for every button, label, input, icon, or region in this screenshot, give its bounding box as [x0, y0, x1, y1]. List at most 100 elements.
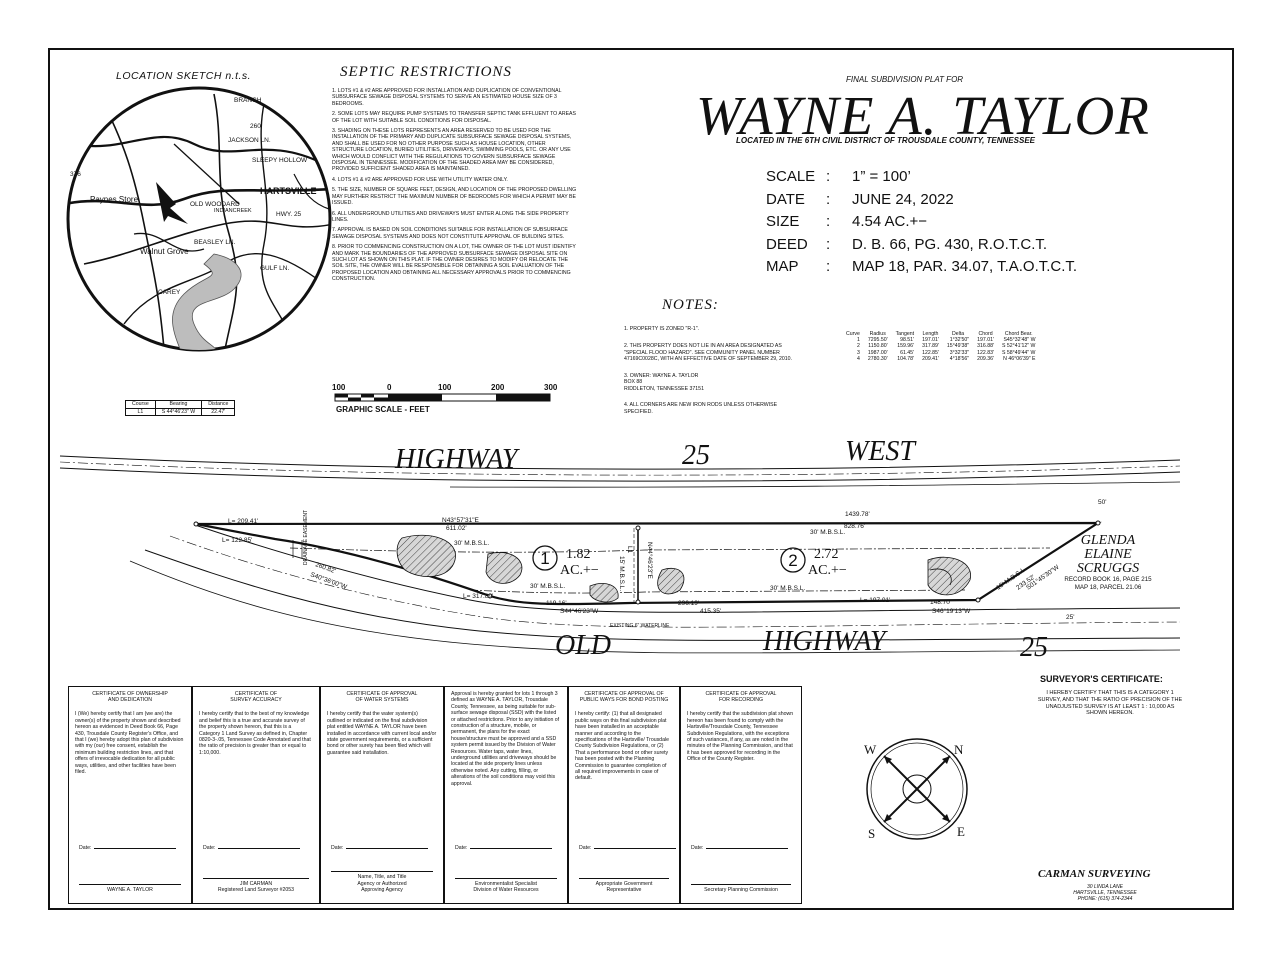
page-title: WAYNE A. TAYLOR: [696, 85, 1150, 146]
dim-label: 119.16': [546, 600, 567, 607]
road-name: HIGHWAY: [394, 444, 521, 475]
septic-item: 1. LOTS #1 & #2 ARE APPROVED FOR INSTALL…: [332, 88, 562, 107]
plat-for-label: FINAL SUBDIVISION PLAT FOR: [846, 75, 964, 84]
scale-tick-label: 100: [438, 383, 452, 392]
dim-label: N44°46'23"E: [646, 542, 654, 580]
scale-tick-label: 100: [332, 383, 346, 392]
sketch-label: BEASLEY LN.: [194, 239, 236, 246]
note-item: 2. THIS PROPERTY DOES NOT LIE IN AN AREA…: [624, 343, 792, 363]
graphic-scale: 100 0 100 200 300: [332, 383, 558, 402]
septic-list: 1. LOTS #1 & #2 ARE APPROVED FOR INSTALL…: [332, 88, 578, 287]
surveyor-cert-title: SURVEYOR'S CERTIFICATE:: [1040, 674, 1163, 684]
septic-area: [396, 534, 456, 577]
dim-label: 30' M.B.S.L.: [454, 540, 489, 547]
sketch-label: INDIANCREEK: [214, 208, 252, 214]
dim-label: S40°36'00"W: [309, 570, 349, 591]
lot-2-marker: [780, 547, 806, 573]
dim-label: L= 122.85': [222, 537, 252, 544]
note-item: 1. PROPERTY IS ZONED "R-1".: [624, 326, 699, 333]
cert-survey-accuracy: CERTIFICATE OF SURVEY ACCURACY I hereby …: [192, 686, 320, 904]
lot-1-area: 1.82: [566, 547, 591, 562]
sketch-label: Walnut Grove: [140, 247, 189, 256]
septic-item: 8. PRIOR TO COMMENCING CONSTRUCTION ON A…: [332, 244, 576, 283]
dim-label: 30' M.B.S.L.: [810, 529, 845, 536]
dim-label: L1: [626, 546, 633, 554]
sketch-label: GULF LN.: [260, 265, 289, 272]
cert-water-systems: CERTIFICATE OF APPROVAL OF WATER SYSTEMS…: [320, 686, 444, 904]
road-name: HIGHWAY: [762, 626, 889, 657]
sketch-label: 260: [250, 123, 261, 130]
dim-label: S46°19'13"W: [932, 607, 971, 615]
location-sketch-title: LOCATION SKETCH n.t.s.: [116, 70, 252, 82]
dim-label: 50': [1098, 499, 1106, 506]
company-address: 30 LINDA LANE HARTSVILLE, TENNESSEE PHON…: [1073, 884, 1137, 902]
dim-label: 30' M.B.S.L.: [770, 585, 805, 592]
sketch-label: SLEEPY HOLLOW: [252, 157, 308, 164]
note-item: 3. OWNER: WAYNE A. TAYLOR BOX 88 RIDDLET…: [624, 372, 704, 392]
road-name: 25: [1020, 632, 1048, 663]
septic-item: 7. APPROVAL IS BASED ON SOIL CONDITIONS …: [332, 227, 568, 240]
dim-label: L= 209.41': [228, 518, 258, 525]
dim-label: 415.35': [700, 608, 721, 615]
compass-south: S: [868, 826, 875, 841]
dim-label: L= 197.01': [860, 597, 890, 604]
cert-ownership: CERTIFICATE OF OWNERSHIP AND DEDICATION …: [68, 686, 192, 904]
compass-north: N: [954, 742, 964, 757]
plat-info-block: SCALE:1” = 100’ DATE:JUNE 24, 2022 SIZE:…: [766, 166, 1077, 279]
cert-recording: CERTIFICATE OF APPROVAL FOR RECORDING I …: [680, 686, 802, 904]
dim-label: N43°57'31"E: [442, 516, 480, 524]
info-row-deed: DEED:D. B. 66, PG. 430, R.O.T.C.T.: [766, 235, 1048, 253]
septic-area: [657, 568, 685, 595]
dim-label: 30' M.B.S.L.: [530, 583, 565, 590]
info-row-date: DATE:JUNE 24, 2022: [766, 190, 954, 208]
scale-tick-label: 0: [387, 383, 392, 392]
plat-subtitle: LOCATED IN THE 6TH CIVIL DISTRICT OF TRO…: [736, 136, 1035, 145]
septic-area: [927, 556, 971, 596]
septic-item: 5. THE SIZE, NUMBER OF SQUARE FEET, DESI…: [332, 187, 577, 207]
note-item: 4. ALL CORNERS ARE NEW IRON RODS UNLESS …: [624, 402, 778, 415]
site-arrow-icon: [156, 182, 188, 224]
compass-east: E: [957, 824, 965, 839]
road-name: OLD: [555, 630, 611, 661]
dim-label: 1439.78': [845, 511, 870, 518]
septic-area: [589, 583, 619, 603]
dim-label: 15' M.B.S.L.: [618, 556, 625, 591]
sheet-border: [48, 48, 1234, 910]
dim-label: S44°46'23"W: [560, 607, 599, 615]
scale-tick-label: 200: [491, 383, 505, 392]
notes-title: NOTES:: [662, 297, 719, 313]
lot-2-area: 2.72: [814, 547, 839, 562]
road-name: WEST: [845, 436, 917, 467]
sketch-label: OLD WOODARD: [190, 201, 240, 208]
dim-label: L= 317.89': [463, 593, 493, 600]
location-sketch-map: BRANCH JACKSON LN. SLEEPY HOLLOW HARTSVI…: [66, 86, 332, 352]
info-row-scale: SCALE:1” = 100’: [766, 168, 911, 185]
info-row-size: SIZE:4.54 AC.+−: [766, 213, 928, 230]
dim-label: DRAINAGE EASEMENT: [303, 510, 309, 565]
company-name: CARMAN SURVEYING: [1038, 868, 1151, 880]
sketch-label: CAREY: [158, 289, 181, 296]
lot-1-unit: AC.+−: [560, 563, 599, 578]
plat-drawing: 1 2 1.82 AC.+− 2.72 AC.+− HIGHWAY 25 WES…: [59, 436, 1181, 663]
north-arrow-icon: N E S W: [864, 738, 968, 841]
dim-label: 611.02': [446, 525, 467, 532]
info-row-map: MAP:MAP 18, PAR. 34.07, T.A.O.T.C.T.: [766, 258, 1078, 275]
septic-item: 2. SOME LOTS MAY REQUIRE PUMP SYSTEMS TO…: [332, 111, 576, 124]
septic-item: 6. ALL UNDERGROUND UTILITIES AND DRIVEWA…: [332, 210, 569, 223]
dim-label: EXISTING 6" WATERLINE: [610, 623, 670, 629]
septic-item: 3. SHADING ON THESE LOTS REPRESENTS AN A…: [332, 128, 572, 173]
sketch-label: HWY. 25: [276, 211, 302, 218]
graphic-scale-label: GRAPHIC SCALE - FEET: [336, 405, 430, 414]
compass-west: W: [864, 742, 877, 757]
lot-1-marker: [532, 545, 558, 571]
lot-2-number: 2: [788, 551, 797, 570]
sketch-label: HARTSVILLE: [260, 186, 317, 196]
